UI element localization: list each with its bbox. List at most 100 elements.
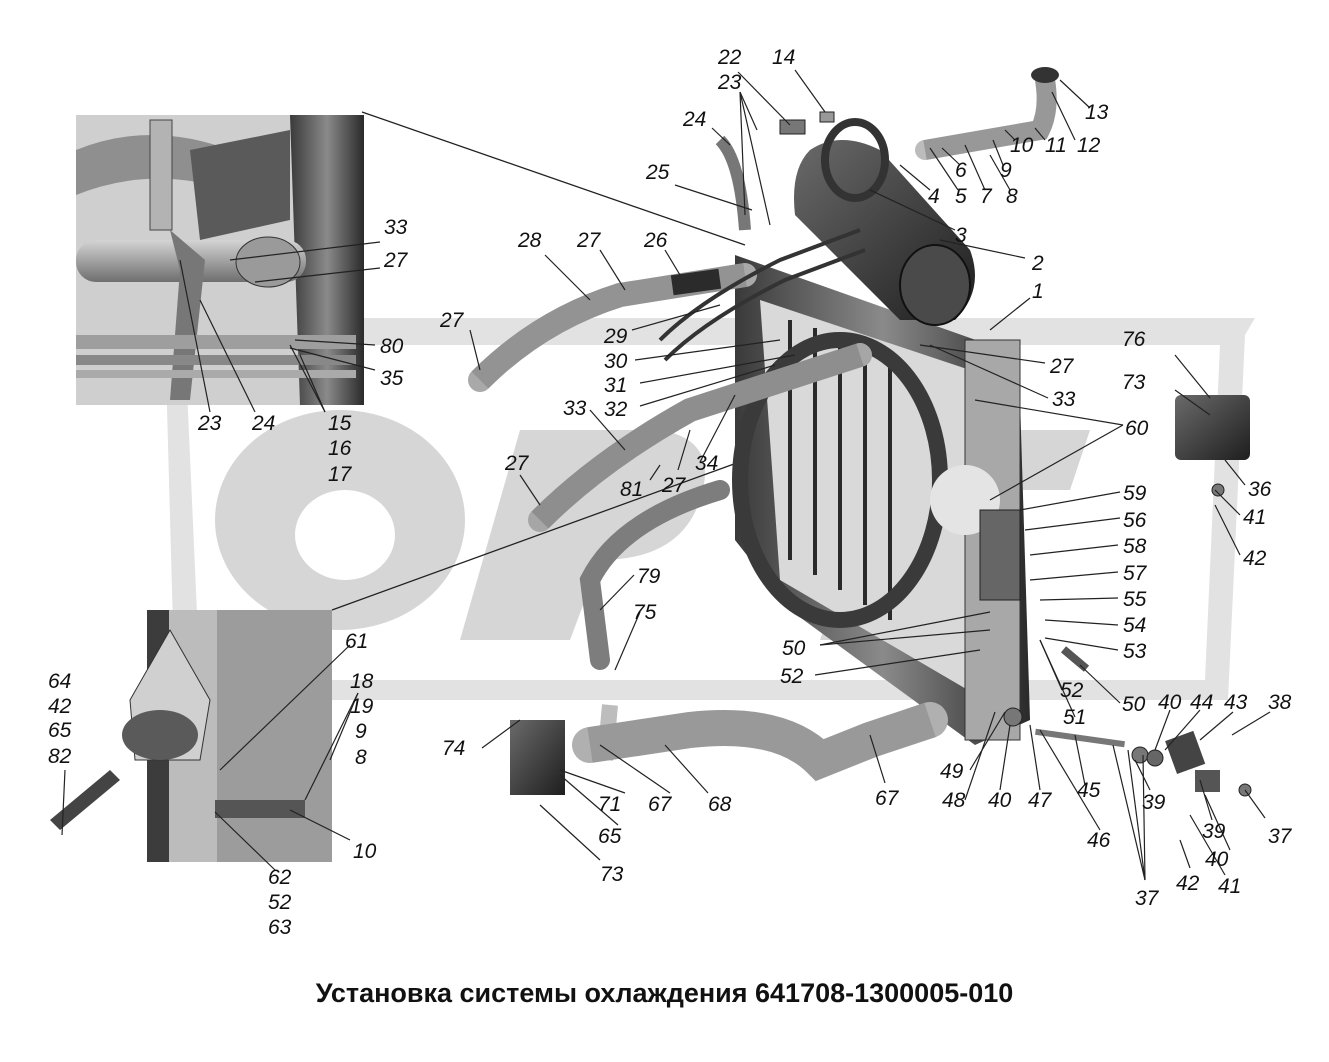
- callout-51: 51: [1063, 706, 1086, 729]
- callout-73: 73: [600, 863, 624, 886]
- callout-41: 41: [1218, 875, 1241, 898]
- callout-53: 53: [1123, 640, 1147, 663]
- callout-26: 26: [643, 229, 668, 252]
- callout-45: 45: [1077, 779, 1101, 802]
- callout-1: 1: [1032, 280, 1044, 303]
- callout-19: 19: [350, 695, 374, 718]
- callout-62: 62: [268, 866, 292, 889]
- leader-lines: [61, 69, 1271, 881]
- inset-mount-bracket: [50, 610, 332, 862]
- callout-68: 68: [708, 793, 732, 816]
- callout-4: 4: [928, 185, 940, 208]
- callout-8: 8: [1006, 185, 1018, 208]
- callout-67: 67: [648, 793, 673, 816]
- callout-2: 2: [1031, 252, 1044, 275]
- callout-16: 16: [328, 437, 352, 460]
- callout-44: 44: [1190, 691, 1213, 714]
- callout-24: 24: [682, 108, 706, 131]
- callout-60: 60: [1125, 417, 1149, 440]
- inset-pointer-lines: [331, 111, 746, 611]
- callout-76: 76: [1122, 328, 1146, 351]
- callout-52: 52: [780, 665, 804, 688]
- callout-7: 7: [980, 185, 993, 208]
- callout-42: 42: [48, 695, 72, 718]
- callout-52: 52: [268, 891, 292, 914]
- callout-39: 39: [1142, 791, 1166, 814]
- callout-8: 8: [355, 746, 367, 769]
- callout-30: 30: [604, 350, 628, 373]
- callout-23: 23: [197, 412, 222, 435]
- callout-67: 67: [875, 787, 900, 810]
- hoses: [468, 70, 1057, 782]
- callout-24: 24: [251, 412, 275, 435]
- callout-82: 82: [48, 745, 72, 768]
- callout-27: 27: [661, 474, 687, 497]
- callout-64: 64: [48, 670, 71, 693]
- callout-27: 27: [1049, 355, 1075, 378]
- callout-74: 74: [442, 737, 465, 760]
- diagram-title: Установка системы охлаждения 641708-1300…: [315, 978, 1014, 1008]
- callout-5: 5: [955, 185, 967, 208]
- callout-39: 39: [1202, 820, 1226, 843]
- inset-hose-connection: [76, 115, 364, 405]
- callout-17: 17: [328, 463, 353, 486]
- callout-38: 38: [1268, 691, 1292, 714]
- callout-73: 73: [1122, 371, 1146, 394]
- callout-37: 37: [1268, 825, 1293, 848]
- callout-31: 31: [604, 374, 627, 397]
- callout-40: 40: [988, 789, 1012, 812]
- callout-56: 56: [1123, 509, 1147, 532]
- callout-labels: 22 14 23 24 13 12 11 10 9 8 7 6 5 4 25 3…: [48, 46, 1293, 939]
- callout-34: 34: [695, 452, 718, 475]
- callout-65: 65: [48, 719, 72, 742]
- callout-9: 9: [355, 720, 367, 743]
- callout-81: 81: [620, 478, 643, 501]
- callout-15: 15: [328, 412, 352, 435]
- callout-50: 50: [782, 637, 806, 660]
- callout-36: 36: [1248, 478, 1272, 501]
- callout-48: 48: [942, 789, 966, 812]
- callout-55: 55: [1123, 588, 1147, 611]
- callout-3: 3: [955, 224, 967, 247]
- callout-9: 9: [1000, 159, 1012, 182]
- callout-33: 33: [384, 216, 408, 239]
- callout-13: 13: [1085, 101, 1109, 124]
- callout-11: 11: [1045, 134, 1067, 157]
- callout-27: 27: [504, 452, 530, 475]
- expansion-tank: [794, 118, 975, 326]
- callout-61: 61: [345, 630, 368, 653]
- callout-40: 40: [1158, 691, 1182, 714]
- callout-37: 37: [1135, 887, 1160, 910]
- callout-58: 58: [1123, 535, 1147, 558]
- callout-75: 75: [633, 601, 657, 624]
- callout-35: 35: [380, 367, 404, 390]
- callout-6: 6: [955, 159, 967, 182]
- callout-63: 63: [268, 916, 292, 939]
- callout-52: 52: [1060, 679, 1084, 702]
- callout-42: 42: [1176, 872, 1200, 895]
- callout-80: 80: [380, 335, 404, 358]
- callout-42: 42: [1243, 547, 1267, 570]
- callout-29: 29: [603, 325, 628, 348]
- callout-23: 23: [717, 71, 742, 94]
- callout-71: 71: [598, 793, 621, 816]
- callout-41: 41: [1243, 506, 1266, 529]
- callout-79: 79: [637, 565, 661, 588]
- callout-27: 27: [383, 249, 409, 272]
- callout-28: 28: [517, 229, 542, 252]
- callout-14: 14: [772, 46, 795, 69]
- callout-57: 57: [1123, 562, 1148, 585]
- fittings-and-brackets: [510, 67, 1252, 797]
- callout-27: 27: [576, 229, 602, 252]
- callout-46: 46: [1087, 829, 1111, 852]
- callout-47: 47: [1028, 789, 1053, 812]
- callout-18: 18: [350, 670, 374, 693]
- callout-33: 33: [1052, 388, 1076, 411]
- callout-10: 10: [353, 840, 377, 863]
- callout-59: 59: [1123, 482, 1147, 505]
- callout-27: 27: [439, 309, 465, 332]
- callout-49: 49: [940, 760, 964, 783]
- callout-54: 54: [1123, 614, 1146, 637]
